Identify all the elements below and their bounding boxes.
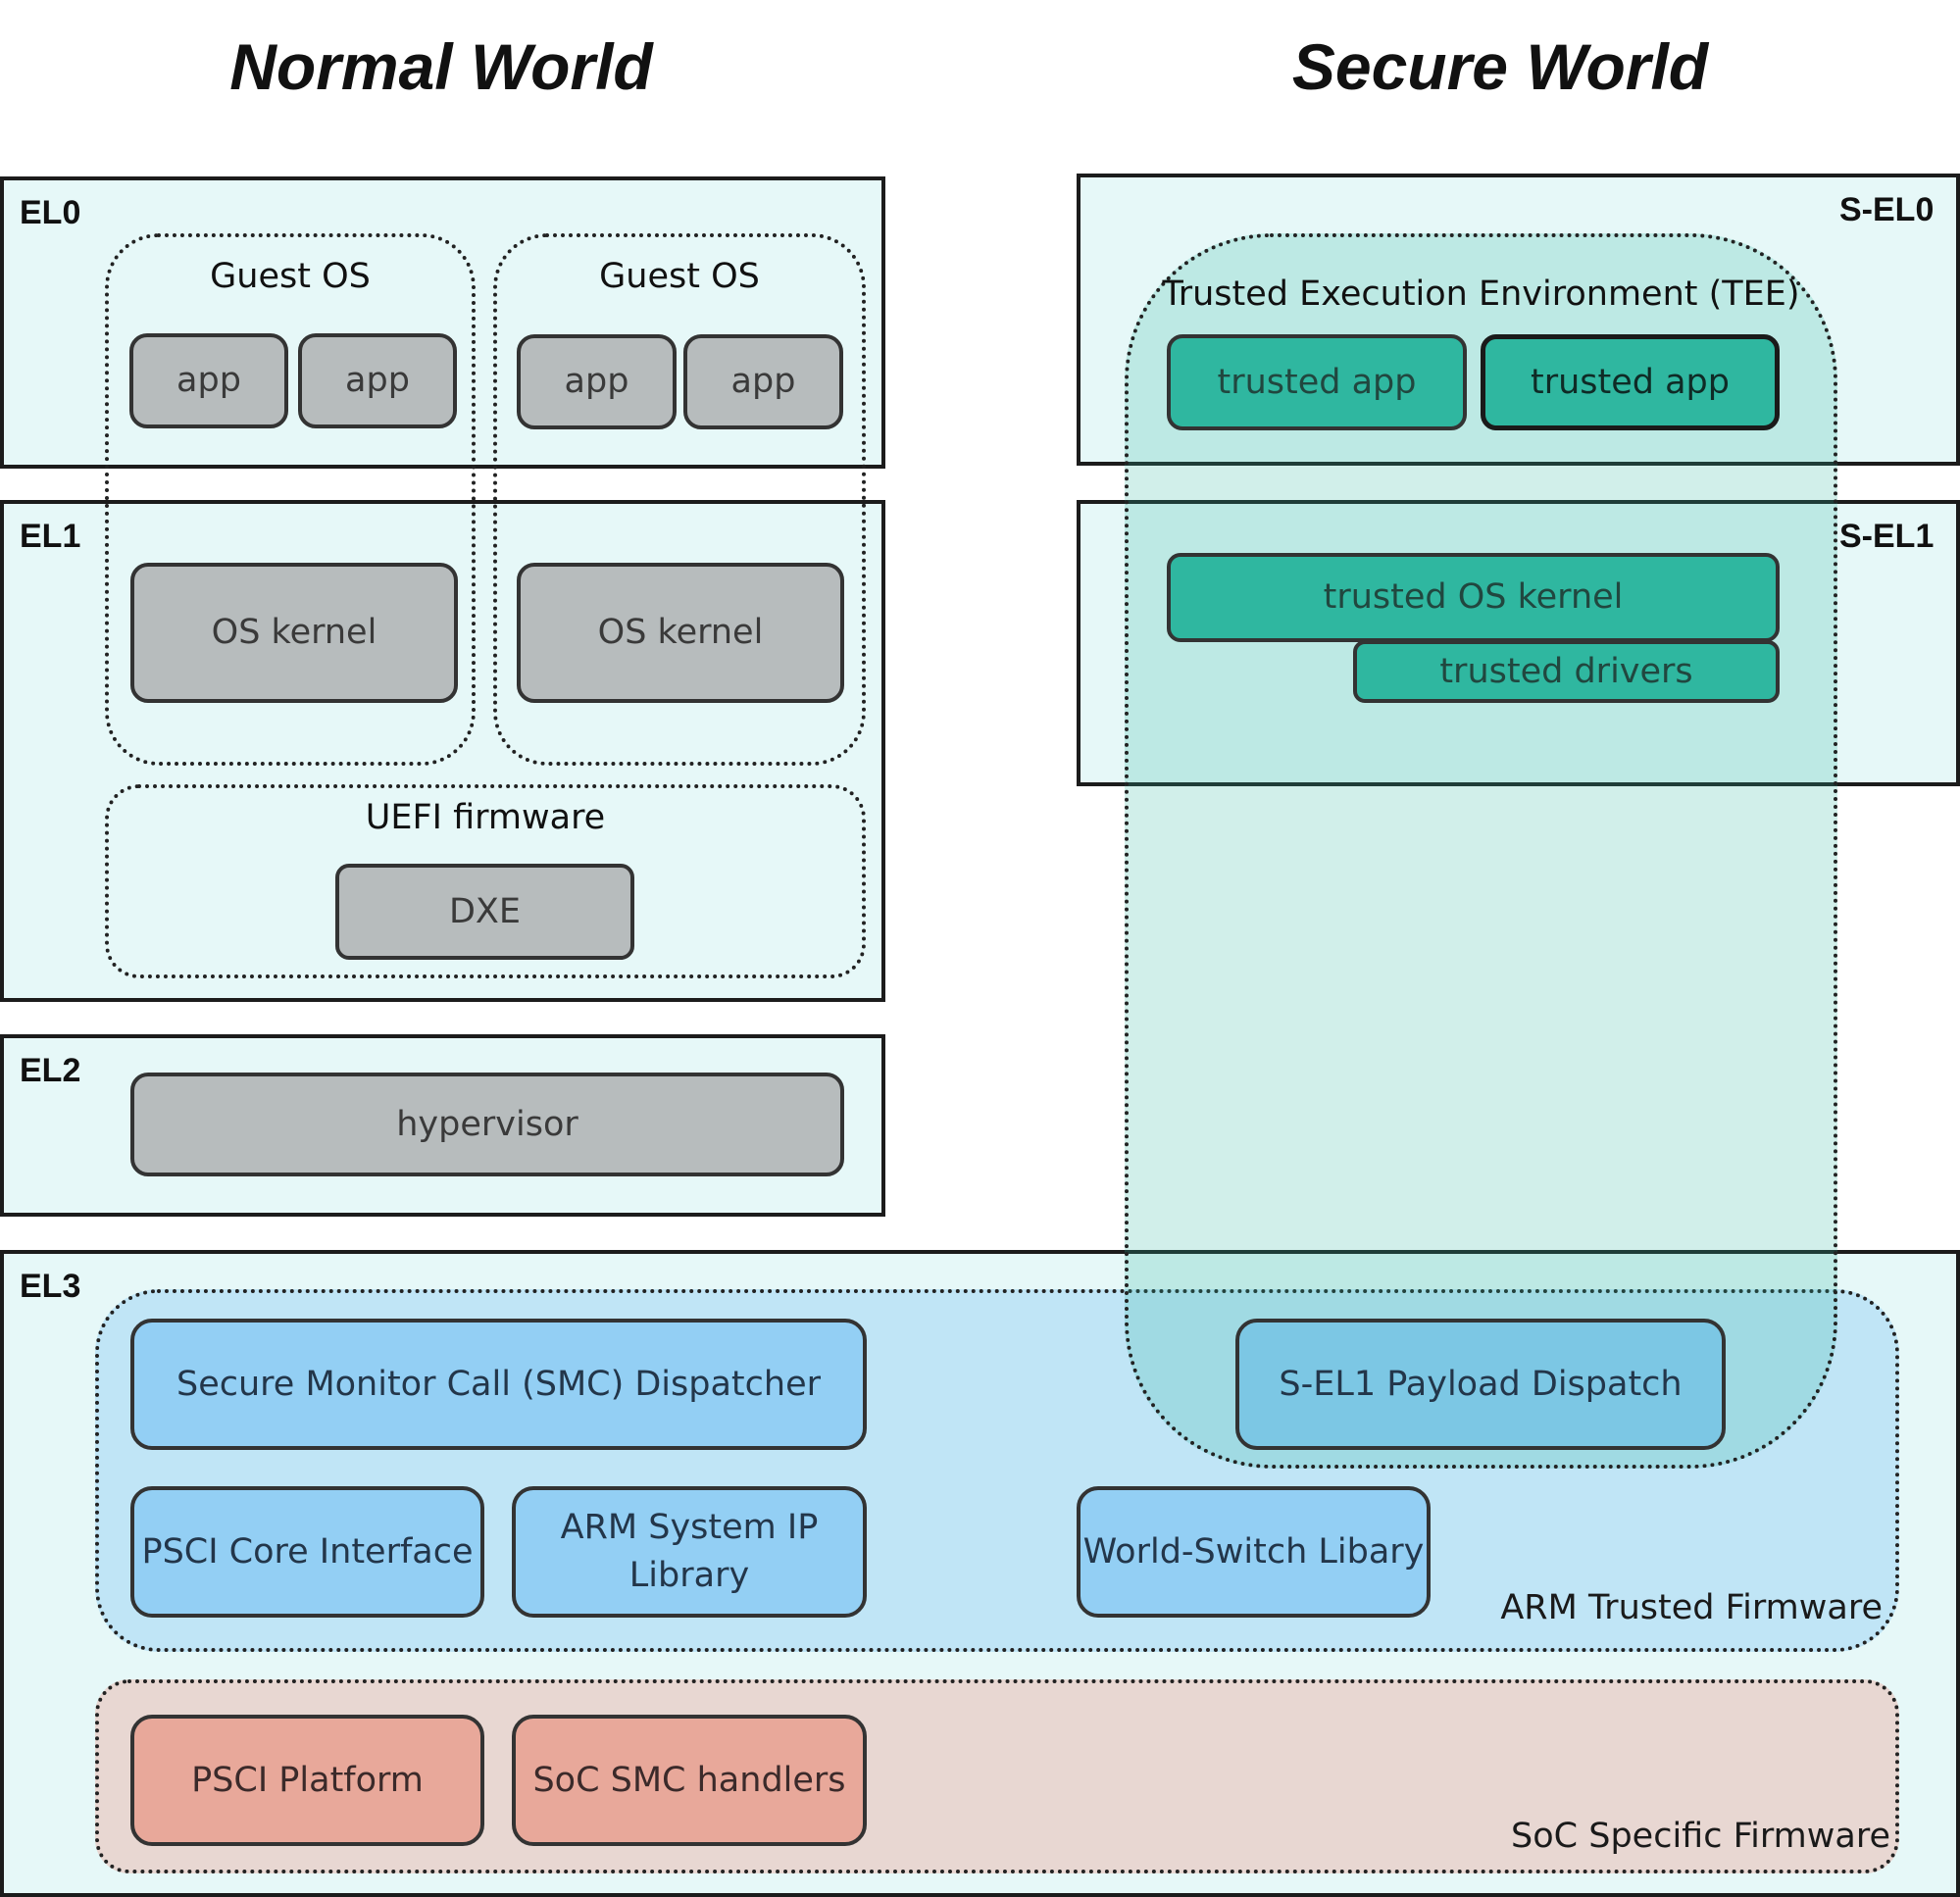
el3-label: EL3 bbox=[20, 1268, 81, 1305]
el0-label: EL0 bbox=[20, 194, 81, 231]
smc-dispatcher-box: Secure Monitor Call (SMC) Dispatcher bbox=[130, 1319, 867, 1450]
secure-world-title: Secure World bbox=[1291, 30, 1709, 103]
normal-world-title: Normal World bbox=[229, 30, 653, 103]
guest-os-2-app-2: app bbox=[683, 334, 843, 429]
soc-specific-firmware-label: SoC Specific Firmware bbox=[1511, 1817, 1890, 1856]
guest-os-2-label: Guest OS bbox=[599, 257, 760, 296]
sel1-label: S-EL1 bbox=[1839, 518, 1935, 555]
guest-os-1-app-2: app bbox=[298, 333, 457, 428]
arm-system-ip-library-box: ARM System IP Library bbox=[512, 1486, 867, 1618]
trusted-app-1: trusted app bbox=[1167, 334, 1467, 430]
arm-trusted-firmware-label: ARM Trusted Firmware bbox=[1500, 1588, 1883, 1627]
el1-label: EL1 bbox=[20, 518, 81, 555]
guest-os-1-group bbox=[105, 233, 476, 766]
el2-label: EL2 bbox=[20, 1052, 81, 1089]
uefi-firmware-group bbox=[105, 784, 866, 978]
world-switch-library-box: World-Switch Libary bbox=[1077, 1486, 1431, 1618]
dxe-box: DXE bbox=[335, 864, 634, 960]
trusted-os-kernel-box: trusted OS kernel bbox=[1167, 553, 1780, 642]
sel1-payload-dispatch-box: S-EL1 Payload Dispatch bbox=[1235, 1319, 1726, 1450]
guest-os-2-app-1: app bbox=[517, 334, 677, 429]
psci-platform-box: PSCI Platform bbox=[130, 1715, 484, 1846]
hypervisor-box: hypervisor bbox=[130, 1073, 844, 1176]
trusted-app-2: trusted app bbox=[1481, 334, 1780, 430]
arm-system-ip-line2: Library bbox=[628, 1556, 750, 1595]
guest-os-2-group bbox=[493, 233, 866, 766]
guest-os-1-app-1: app bbox=[129, 333, 288, 428]
guest-os-1-kernel: OS kernel bbox=[130, 563, 458, 703]
soc-smc-handlers-box: SoC SMC handlers bbox=[512, 1715, 867, 1846]
arm-system-ip-line1: ARM System IP bbox=[560, 1508, 819, 1547]
guest-os-2-kernel: OS kernel bbox=[517, 563, 844, 703]
tee-region bbox=[1125, 233, 1837, 1469]
sel0-label: S-EL0 bbox=[1839, 191, 1935, 228]
psci-core-interface-box: PSCI Core Interface bbox=[130, 1486, 484, 1618]
guest-os-1-label: Guest OS bbox=[210, 257, 371, 296]
trusted-drivers-box: trusted drivers bbox=[1353, 640, 1780, 703]
tee-label: Trusted Execution Environment (TEE) bbox=[1162, 275, 1800, 314]
uefi-firmware-label: UEFI firmware bbox=[365, 798, 606, 837]
